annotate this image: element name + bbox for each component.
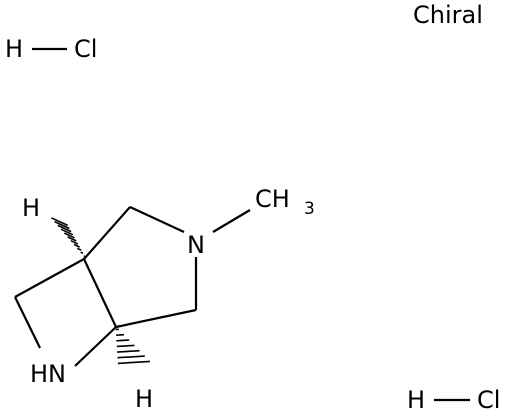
bond-c1-c2 <box>83 206 131 260</box>
salt-cl-bottom: Cl <box>477 386 500 414</box>
atom-nh-n: N <box>48 360 66 388</box>
salt-cl-top: Cl <box>74 35 97 63</box>
ring-bonds <box>14 206 251 367</box>
atom-h-top: H <box>22 194 40 222</box>
hcl-salt-bottom: H Cl <box>407 386 500 414</box>
atom-methyl-c: CH <box>255 185 290 213</box>
salt-h-bottom: H <box>407 386 425 414</box>
bond-n3-methyl <box>212 209 251 233</box>
bond-n6-c5 <box>74 326 117 367</box>
bond-c7-n6 <box>14 296 41 349</box>
salt-h-top: H <box>5 35 23 63</box>
chiral-label: Chiral <box>413 1 483 29</box>
atom-h-bottom: H <box>135 385 153 413</box>
bond-c1-c7 <box>14 258 85 298</box>
atom-n-ring: N <box>187 231 205 259</box>
bond-c4-c5 <box>115 308 197 329</box>
bond-c2-n3 <box>129 206 185 233</box>
atom-methyl-subscript: 3 <box>304 199 315 219</box>
hcl-salt-top: H Cl <box>5 35 97 63</box>
stereo-hash-bottom <box>115 328 151 365</box>
bond-c5-c1 <box>83 258 117 328</box>
atom-nh-h: H <box>30 360 48 388</box>
stereo-hash-top <box>50 217 86 258</box>
